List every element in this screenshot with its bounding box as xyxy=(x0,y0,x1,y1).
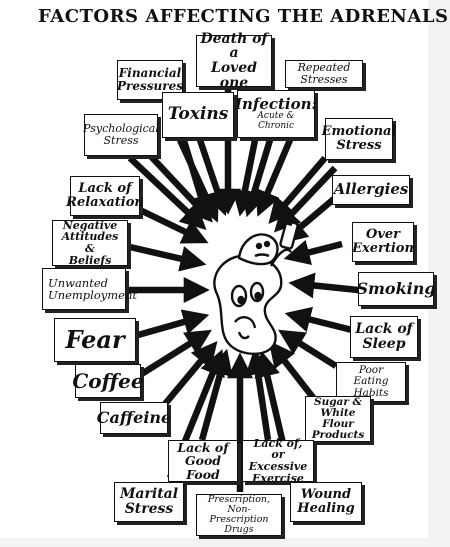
factor-infection: Infection: Acute & Chronic xyxy=(234,90,318,138)
factor-fear: Fear xyxy=(54,318,136,362)
arrow-psychological-2 xyxy=(142,147,214,223)
factor-repeated-stresses: Repeated Stresses xyxy=(285,60,363,88)
arrow-smoking xyxy=(288,272,359,299)
arrow-infection-2 xyxy=(241,139,274,218)
factor-allergies: Allergies xyxy=(332,175,410,205)
factor-lack-excessive-exercise: Lack of, or Excessive Exercise xyxy=(242,438,314,484)
factor-negative-attitudes: Negative Attitudes & Beliefs xyxy=(52,220,128,266)
factor-infection-subtitle: Acute & Chronic xyxy=(257,111,295,131)
factor-death-loved-one: Death of a Loved one xyxy=(196,31,272,90)
factor-infection-title: Infection: xyxy=(234,94,318,113)
factor-poor-eating-habits: Poor Eating Habits xyxy=(336,362,406,402)
arrow-poor-eating xyxy=(278,329,338,369)
arrow-toxins-2 xyxy=(196,138,230,217)
factor-marital-stress: Marital Stress xyxy=(114,482,184,522)
factor-toxins: Toxins xyxy=(162,92,234,138)
factor-lack-of-relaxation: Lack of Relaxation xyxy=(66,176,144,216)
factor-financial-pressures: Financial Pressures xyxy=(117,60,183,100)
page-title: FACTORS AFFECTING THE ADRENALS xyxy=(38,6,449,27)
tired-adrenal-gland-character-icon xyxy=(213,214,299,355)
factor-coffee: Coffee xyxy=(72,364,144,398)
factor-over-exertion: Over Exertion xyxy=(352,222,414,262)
scan-edge-bottom xyxy=(0,538,450,547)
scan-edge-right xyxy=(428,0,450,547)
factor-prescription-drugs: Prescription, Non-Prescription Drugs xyxy=(196,494,282,536)
factor-psychological-stress: Psychological Stress xyxy=(83,114,159,156)
factor-wound-healing: Wound Healing xyxy=(290,482,362,522)
factor-lack-of-sleep: Lack of Sleep xyxy=(350,316,418,358)
arrow-sugar xyxy=(268,340,318,402)
factor-smoking: Smoking xyxy=(356,272,436,306)
arrow-emotional-2 xyxy=(273,165,338,233)
arrow-negative xyxy=(129,243,207,272)
factor-unwanted-unemployment: Unwanted Unemployment xyxy=(42,268,137,310)
arrow-fear xyxy=(137,309,210,339)
adrenal-gland-character xyxy=(213,214,299,355)
factor-toxins-label: Toxins xyxy=(167,104,229,125)
arrow-lack-sleep xyxy=(284,306,353,334)
factor-emotional-stress: Emotional Stress xyxy=(322,118,396,160)
factor-lack-of-good-food: Lack of Good Food xyxy=(168,440,238,482)
factor-sugar-white-flour: Sugar & White Flour Products xyxy=(305,396,371,442)
arrow-relaxation xyxy=(138,207,209,244)
arrow-over-exertion xyxy=(283,239,343,266)
factor-caffeine: Caffeine xyxy=(97,402,171,434)
